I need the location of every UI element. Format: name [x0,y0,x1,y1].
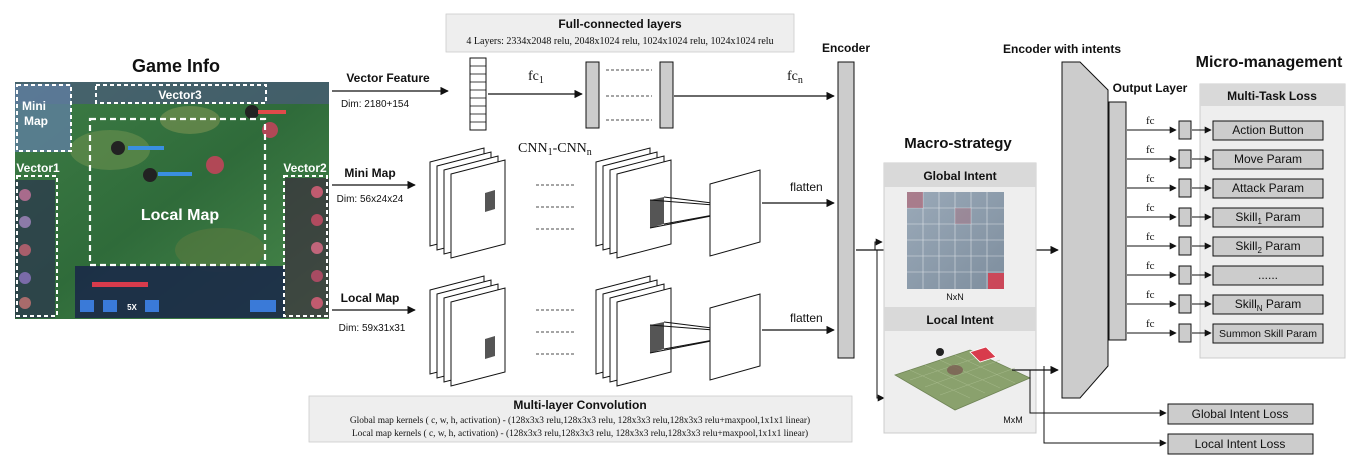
game-info-title: Game Info [132,56,220,76]
game-screenshot: 5X Mini Map Vector3 Vector1 Vector2 Loca… [15,82,329,319]
vector-feature-dim: Dim: 2180+154 [341,99,410,110]
conv-caption: Multi-layer Convolution Global map kerne… [309,396,852,442]
fc-layer-n [660,62,673,128]
local-intent-title: Local Intent [926,313,993,327]
macro-strategy-title: Macro-strategy [904,135,1012,152]
mini-map-output-plane [710,170,760,256]
head-unit-1 [1179,121,1191,139]
local-intent-dim: MxM [1003,415,1023,425]
head-unit-8 [1179,324,1191,342]
fc-head-label-4: fc [1146,202,1155,214]
output-layer [1109,102,1126,340]
fc-head-label-8: fc [1146,318,1155,330]
hud-speed-label: 5X [127,303,137,312]
mini-map-input-stack [430,148,505,258]
encoder-layer [838,62,854,358]
task-loss-label-1: Action Button [1232,123,1303,137]
encoder-with-intents-label: Encoder with intents [1003,42,1121,56]
task-loss-label-3: Attack Param [1232,181,1304,195]
vector1-region-label: Vector1 [16,161,60,175]
head-unit-7 [1179,295,1191,313]
local-map-input-label: Local Map [341,291,400,305]
local-map-input-dim: Dim: 59x31x31 [339,323,406,334]
head-unit-3 [1179,179,1191,197]
local-map-region-label: Local Map [141,207,219,224]
flatten-bottom-label: flatten [790,311,823,325]
fc-layers-subtitle: 4 Layers: 2334x2048 relu, 2048x1024 relu… [466,36,773,47]
macro-strategy-panel: Global Intent NxN Local Intent MxM [884,163,1036,433]
fc-head-label-2: fc [1146,144,1155,156]
local-intent-loss-label: Local Intent Loss [1195,437,1286,451]
fc-layer-1 [586,62,599,128]
vector2-region-label: Vector2 [283,161,327,175]
multi-task-loss-title: Multi-Task Loss [1227,89,1317,103]
task-loss-label-2: Move Param [1234,152,1302,166]
fc-head-label-5: fc [1146,231,1155,243]
task-loss-label-5: Skill2 Param [1235,239,1300,255]
conv-line-1: Global map kernels ( c, w, h, activation… [350,415,810,426]
mini-map-input-label: Mini Map [344,166,395,180]
vector-feature-label: Vector Feature [346,71,430,85]
fc-head-label-1: fc [1146,115,1155,127]
mini-map-region-label: Mini Map [22,99,49,128]
global-intent-dim: NxN [946,292,964,302]
head-unit-4 [1179,208,1191,226]
task-loss-label-7: SkillN Param [1235,297,1301,313]
vector3-region-label: Vector3 [158,88,202,102]
local-map-input-stack [430,276,505,386]
global-intent-title: Global Intent [923,169,996,183]
fc-head-label-6: fc [1146,260,1155,272]
mini-map-input-dim: Dim: 56x24x24 [337,194,404,205]
head-unit-6 [1179,266,1191,284]
flatten-top-label: flatten [790,180,823,194]
cnn-label: CNN1-CNNn [518,141,592,158]
fc-layers-title: Full-connected layers [558,17,682,31]
local-map-output-plane [710,294,760,380]
output-layer-label: Output Layer [1113,81,1188,95]
conv-line-2: Local map kernels ( c, w, h, activation)… [352,428,808,439]
head-unit-5 [1179,237,1191,255]
fc-head-label-7: fc [1146,289,1155,301]
task-loss-label-4: Skill1 Param [1235,210,1300,226]
encoder-with-intents-layer [1062,62,1108,398]
head-unit-2 [1179,150,1191,168]
task-loss-label-8: Summon Skill Param [1219,328,1317,340]
vector-input-column [470,58,486,130]
micro-management-title: Micro-management [1196,54,1343,71]
fcn-label: fcn [787,69,803,86]
conv-title: Multi-layer Convolution [513,398,646,412]
fc-head-label-3: fc [1146,173,1155,185]
encoder-label: Encoder [822,41,870,55]
task-loss-label-6: ...... [1258,268,1278,282]
fc-layers-caption: Full-connected layers 4 Layers: 2334x204… [446,14,794,52]
global-intent-loss-label: Global Intent Loss [1192,407,1289,421]
fc1-label: fc1 [528,69,544,86]
